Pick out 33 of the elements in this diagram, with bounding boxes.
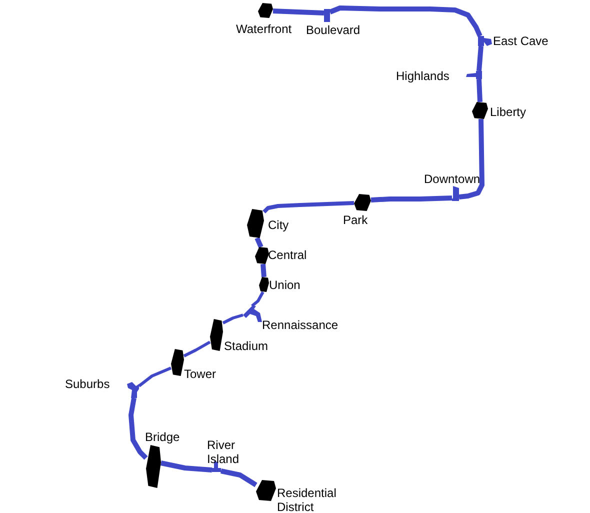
rail-line	[458, 118, 484, 200]
station-name: Rennaissance	[262, 318, 338, 332]
rail-line	[220, 468, 258, 488]
station-name: City	[268, 218, 289, 232]
station-name: Central	[268, 248, 307, 262]
station-name: Bridge	[145, 430, 180, 444]
station-name: East Cave	[493, 34, 548, 48]
rail-line	[251, 291, 264, 308]
rail-line	[183, 340, 211, 358]
station-name: Downtown	[424, 172, 480, 186]
station-name: River Island	[207, 438, 240, 466]
rail-line	[476, 46, 484, 72]
rail-line	[329, 6, 482, 38]
station-name: Suburbs	[65, 377, 110, 391]
station-name: Union	[269, 278, 300, 292]
station-name: Stadium	[224, 339, 268, 353]
station-name: Park	[343, 213, 368, 227]
rail-line	[262, 201, 354, 214]
station-name: Liberty	[490, 105, 526, 119]
station-name: Waterfront	[236, 22, 292, 36]
rail-line	[272, 8, 324, 16]
rail-line	[138, 366, 172, 388]
rail-line	[260, 264, 266, 278]
station-name: Highlands	[396, 69, 450, 83]
station-name: Residential District	[277, 486, 338, 513]
rail-line	[222, 314, 244, 324]
station-name: Boulevard	[306, 23, 360, 37]
rail-line	[476, 78, 482, 102]
rail-line	[128, 398, 148, 460]
rail-line	[254, 236, 264, 248]
rail-line	[160, 460, 212, 472]
rail-line	[370, 196, 452, 202]
station-name: Tower	[184, 367, 216, 381]
